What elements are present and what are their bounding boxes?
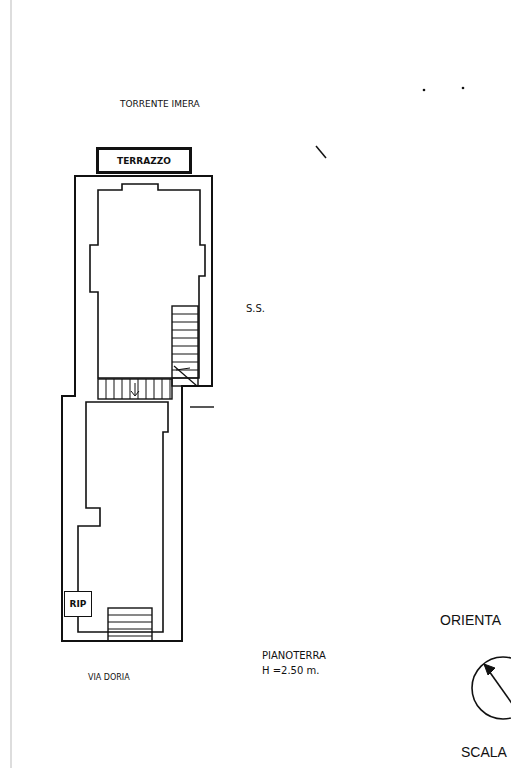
pen-mark <box>462 87 465 90</box>
room-name: RIP <box>70 599 87 609</box>
scale-heading: SCALA <box>461 744 507 760</box>
floor-label: PIANOTERRA <box>262 650 326 661</box>
staircase <box>108 608 152 641</box>
river-label: TORRENTE IMERA <box>120 99 200 109</box>
orientation-heading: ORIENTA <box>440 612 501 628</box>
pen-mark <box>316 146 326 158</box>
street-label: VIA DORIA <box>88 673 130 682</box>
road-label: S.S. <box>246 303 265 314</box>
pen-mark <box>423 89 426 92</box>
storage-box: RIP <box>64 591 92 617</box>
terrace-box: TERRAZZO <box>96 147 192 174</box>
outer-wall <box>62 176 212 641</box>
page-edge <box>11 0 12 768</box>
room-outline <box>90 184 205 378</box>
height-dimension: H =2.50 m. <box>262 665 319 676</box>
door-mark <box>190 406 214 407</box>
staircase <box>172 306 198 386</box>
staircase <box>98 379 172 399</box>
north-arrow <box>472 657 511 719</box>
room-name: TERRAZZO <box>117 156 171 166</box>
